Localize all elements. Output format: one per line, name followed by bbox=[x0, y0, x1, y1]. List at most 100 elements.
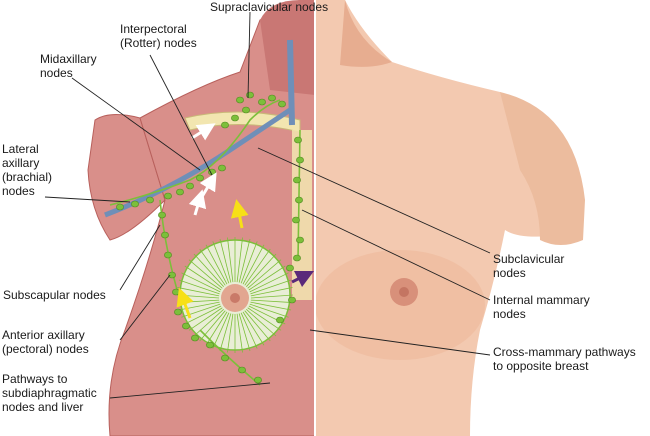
label-internal-mammary-nodes: Internal mammary nodes bbox=[493, 293, 590, 321]
label-anterior-axillary-nodes: Anterior axillary (pectoral) nodes bbox=[2, 328, 89, 356]
lymph-node bbox=[296, 236, 304, 244]
axillary-chain bbox=[109, 99, 281, 206]
lymph-node bbox=[191, 334, 199, 342]
label-subdiaphragmatic-pathways: Pathways to subdiaphragmatic nodes and l… bbox=[2, 372, 97, 414]
white-arrow-upper bbox=[191, 123, 216, 141]
gland-spoke bbox=[247, 307, 282, 331]
lymph-node bbox=[276, 316, 284, 324]
gland-spoke bbox=[250, 279, 292, 295]
lymph-node bbox=[196, 174, 204, 182]
gland-spoke bbox=[212, 312, 230, 349]
subdiaphragmatic-chain bbox=[199, 329, 261, 386]
lymph-node bbox=[146, 196, 154, 204]
yellow-arrow-lower bbox=[176, 287, 194, 319]
gland-spoke bbox=[244, 310, 271, 342]
gland-spoke bbox=[238, 313, 251, 352]
lymph-node bbox=[164, 192, 172, 200]
jugular-vein bbox=[287, 39, 295, 126]
gland-spoke bbox=[227, 237, 234, 283]
gland-spoke bbox=[250, 294, 294, 299]
gland-spoke bbox=[212, 241, 230, 284]
lymph-node bbox=[186, 182, 194, 190]
lymph-node bbox=[258, 98, 266, 106]
lymph-node bbox=[231, 114, 239, 122]
skin-arm bbox=[500, 92, 585, 245]
lymph-nodes bbox=[116, 91, 304, 384]
gland-spoke bbox=[248, 265, 286, 291]
label-subscapular-nodes: Subscapular nodes bbox=[3, 288, 106, 302]
gland-spoke bbox=[250, 301, 292, 311]
sternum-bone bbox=[292, 130, 312, 300]
breast-gland bbox=[176, 237, 294, 353]
gland-spoke bbox=[250, 299, 293, 303]
lymph-node bbox=[295, 196, 303, 204]
lymph-node bbox=[116, 203, 124, 211]
lymph-node bbox=[246, 91, 254, 99]
lymph-node bbox=[254, 376, 262, 384]
gland-spoke bbox=[181, 272, 221, 293]
lymph-node bbox=[221, 121, 229, 129]
gland-spoke bbox=[184, 265, 222, 291]
label-supraclavicular-nodes: Supraclavicular nodes bbox=[210, 0, 329, 14]
white-arrow-lower bbox=[188, 189, 207, 216]
gland-spoke bbox=[199, 248, 226, 286]
lymph-node bbox=[293, 254, 301, 262]
lymph-node bbox=[293, 176, 301, 184]
gland-spoke bbox=[246, 309, 277, 337]
yellow-arrow-upper bbox=[230, 199, 249, 229]
arm-muscle bbox=[87, 114, 166, 241]
gland-spoke bbox=[240, 312, 258, 349]
label-interpectoral-nodes: Interpectoral (Rotter) nodes bbox=[120, 22, 197, 50]
gland-spoke bbox=[242, 311, 265, 346]
lymph-node bbox=[218, 164, 226, 172]
gland-spoke bbox=[236, 313, 243, 353]
leader-internal-mammary bbox=[301, 209, 491, 301]
leader-interpectoral bbox=[149, 54, 213, 176]
lymph-node bbox=[242, 106, 250, 114]
gland-spoke bbox=[193, 309, 224, 337]
leader-supraclavicular bbox=[247, 11, 251, 99]
lymph-node bbox=[278, 100, 286, 108]
gland-spoke bbox=[188, 307, 223, 331]
lymph-node bbox=[292, 216, 300, 224]
gland-spoke bbox=[247, 259, 282, 289]
lymph-node bbox=[236, 96, 244, 104]
lymph-node bbox=[288, 296, 296, 304]
leader-lines bbox=[44, 11, 491, 399]
lymph-node bbox=[221, 354, 229, 362]
gland-spoke bbox=[249, 272, 289, 293]
label-cross-mammary-pathways: Cross-mammary pathways to opposite breas… bbox=[493, 345, 636, 373]
lymph-node bbox=[176, 188, 184, 196]
gland-spoke bbox=[193, 253, 224, 287]
skin-torso bbox=[315, 0, 585, 436]
lymph-node bbox=[131, 200, 139, 208]
purple-arrow bbox=[291, 270, 315, 288]
lymph-node bbox=[182, 322, 190, 330]
label-lateral-axillary-nodes: Lateral axillary (brachial) nodes bbox=[2, 142, 53, 198]
gland-spoke bbox=[188, 259, 223, 289]
label-subclavicular-nodes: Subclavicular nodes bbox=[493, 252, 565, 280]
label-midaxillary-nodes: Midaxillary nodes bbox=[40, 52, 97, 80]
gland-spoke bbox=[227, 313, 234, 353]
leader-cross-mammary bbox=[309, 329, 491, 356]
leader-subclavicular bbox=[257, 147, 491, 254]
leader-lateral-axillary bbox=[44, 196, 131, 203]
flow-arrows bbox=[176, 123, 315, 319]
gland-spoke bbox=[205, 244, 228, 285]
lymph-node bbox=[294, 136, 302, 144]
gland-spoke bbox=[238, 238, 251, 283]
lymph-node bbox=[296, 156, 304, 164]
lymph-node bbox=[238, 366, 246, 374]
leader-midaxillary bbox=[71, 77, 201, 171]
leader-subscapular bbox=[119, 224, 161, 291]
gland-lymph-spokes bbox=[176, 237, 294, 353]
left-nipple bbox=[230, 293, 240, 303]
lymph-node bbox=[286, 264, 294, 272]
gland-spoke bbox=[184, 305, 222, 325]
leader-subdiaphragmatic bbox=[109, 382, 271, 399]
neck-shadow bbox=[340, 0, 392, 67]
gland-spoke bbox=[250, 287, 293, 297]
lymph-node bbox=[174, 308, 182, 316]
gland-spoke bbox=[178, 279, 220, 295]
